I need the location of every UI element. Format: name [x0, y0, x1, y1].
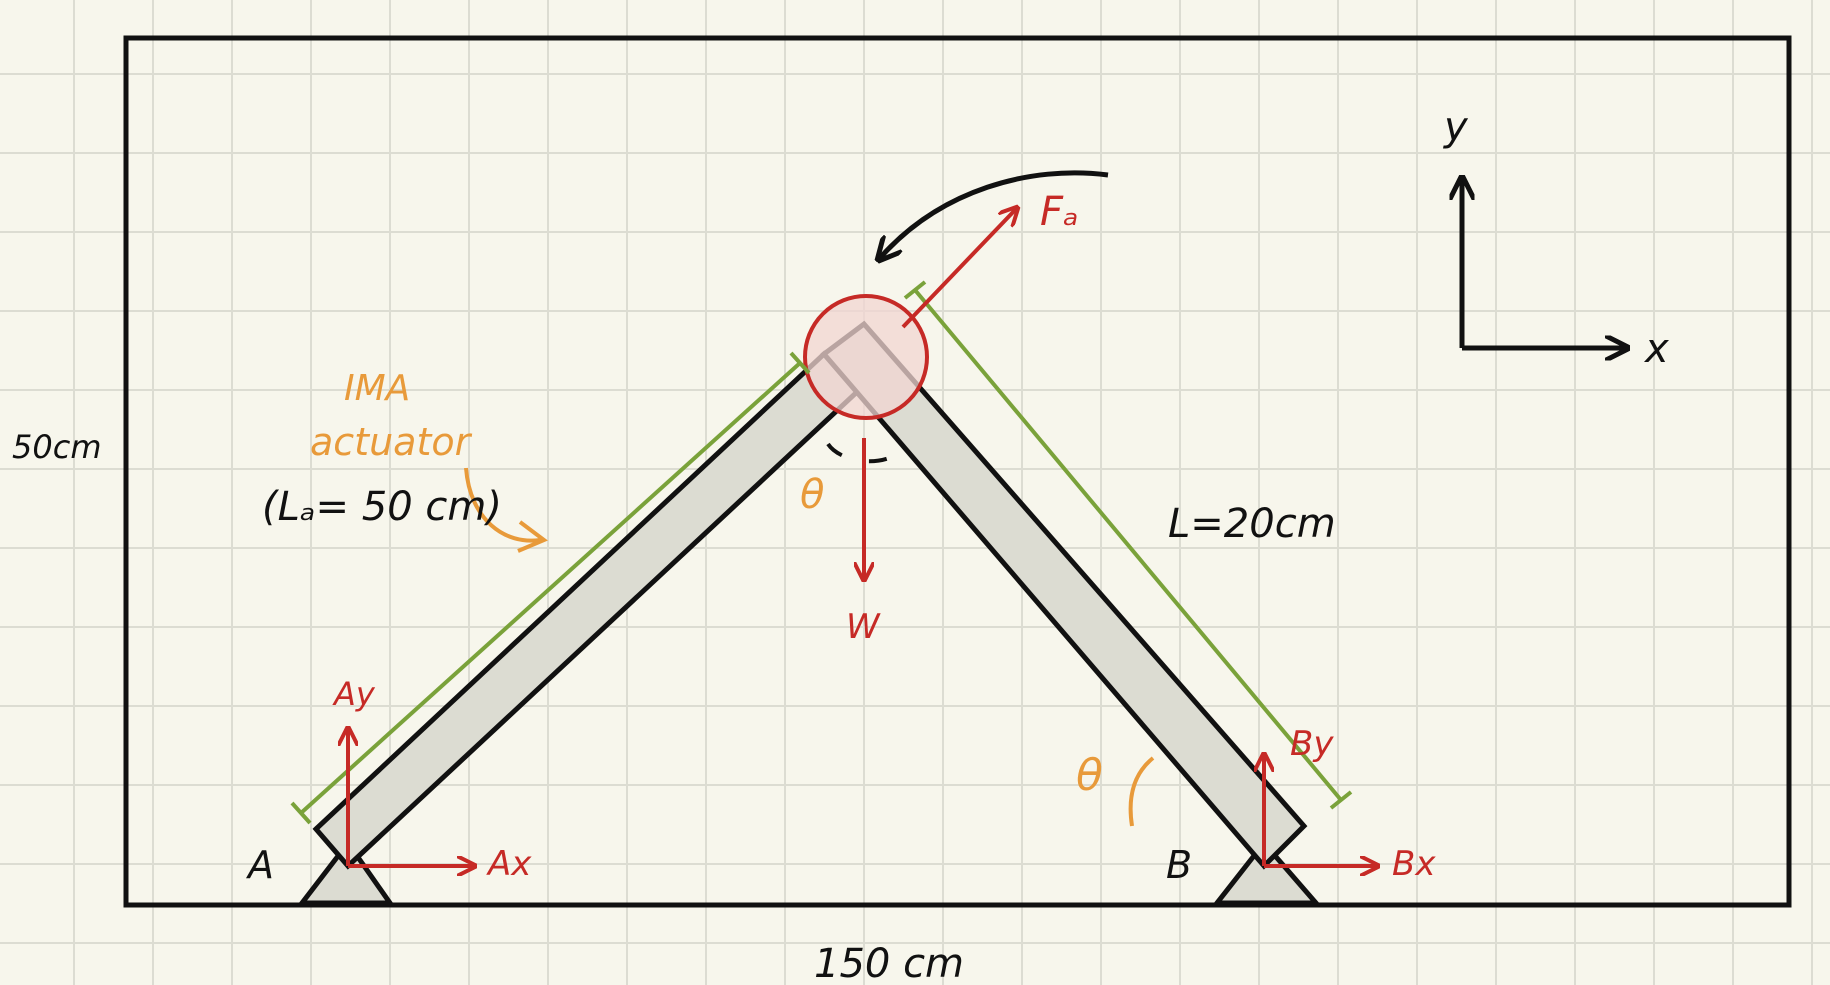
actuator-length-dimension [290, 351, 811, 825]
support-b-label: B [1166, 843, 1192, 887]
width-dimension-label: 150 cm [814, 941, 964, 985]
weight-label: W [846, 607, 881, 647]
top-angle-label: θ [800, 472, 824, 518]
actuator-pointer-head [517, 520, 548, 553]
actuator-pointer-arrow [464, 467, 541, 543]
moment-arrow [880, 170, 1109, 258]
bottom-angle-label: θ [1076, 750, 1103, 801]
member-length-dimension [903, 280, 1353, 810]
support-a-triangle [296, 838, 395, 906]
top-joint [803, 294, 929, 420]
actuator-subtitle-label: actuator [310, 420, 473, 464]
top-angle-arc [826, 442, 902, 464]
coordinate-axes [1462, 180, 1625, 348]
actuator-force-arrow [901, 209, 1016, 329]
member-length-label: L=20cm [1168, 501, 1336, 547]
bx-label: Bx [1392, 844, 1436, 884]
bottom-angle-arc [1128, 756, 1155, 827]
actuator-force-label: Fₐ [1040, 189, 1079, 235]
support-a-label: A [245, 843, 274, 887]
ax-label: Ax [486, 844, 532, 884]
frame-border [123, 35, 1792, 908]
actuator-title-label: IMA [344, 368, 410, 409]
ay-label: Ay [332, 675, 376, 713]
support-b-triangle [1211, 839, 1322, 906]
actuator-length-label: (Lₐ= 50 cm) [262, 484, 502, 530]
height-dimension-label: 50cm [12, 428, 101, 466]
axis-x-label: x [1643, 326, 1669, 372]
axis-y-label: y [1443, 104, 1469, 150]
by-label: By [1290, 724, 1334, 764]
